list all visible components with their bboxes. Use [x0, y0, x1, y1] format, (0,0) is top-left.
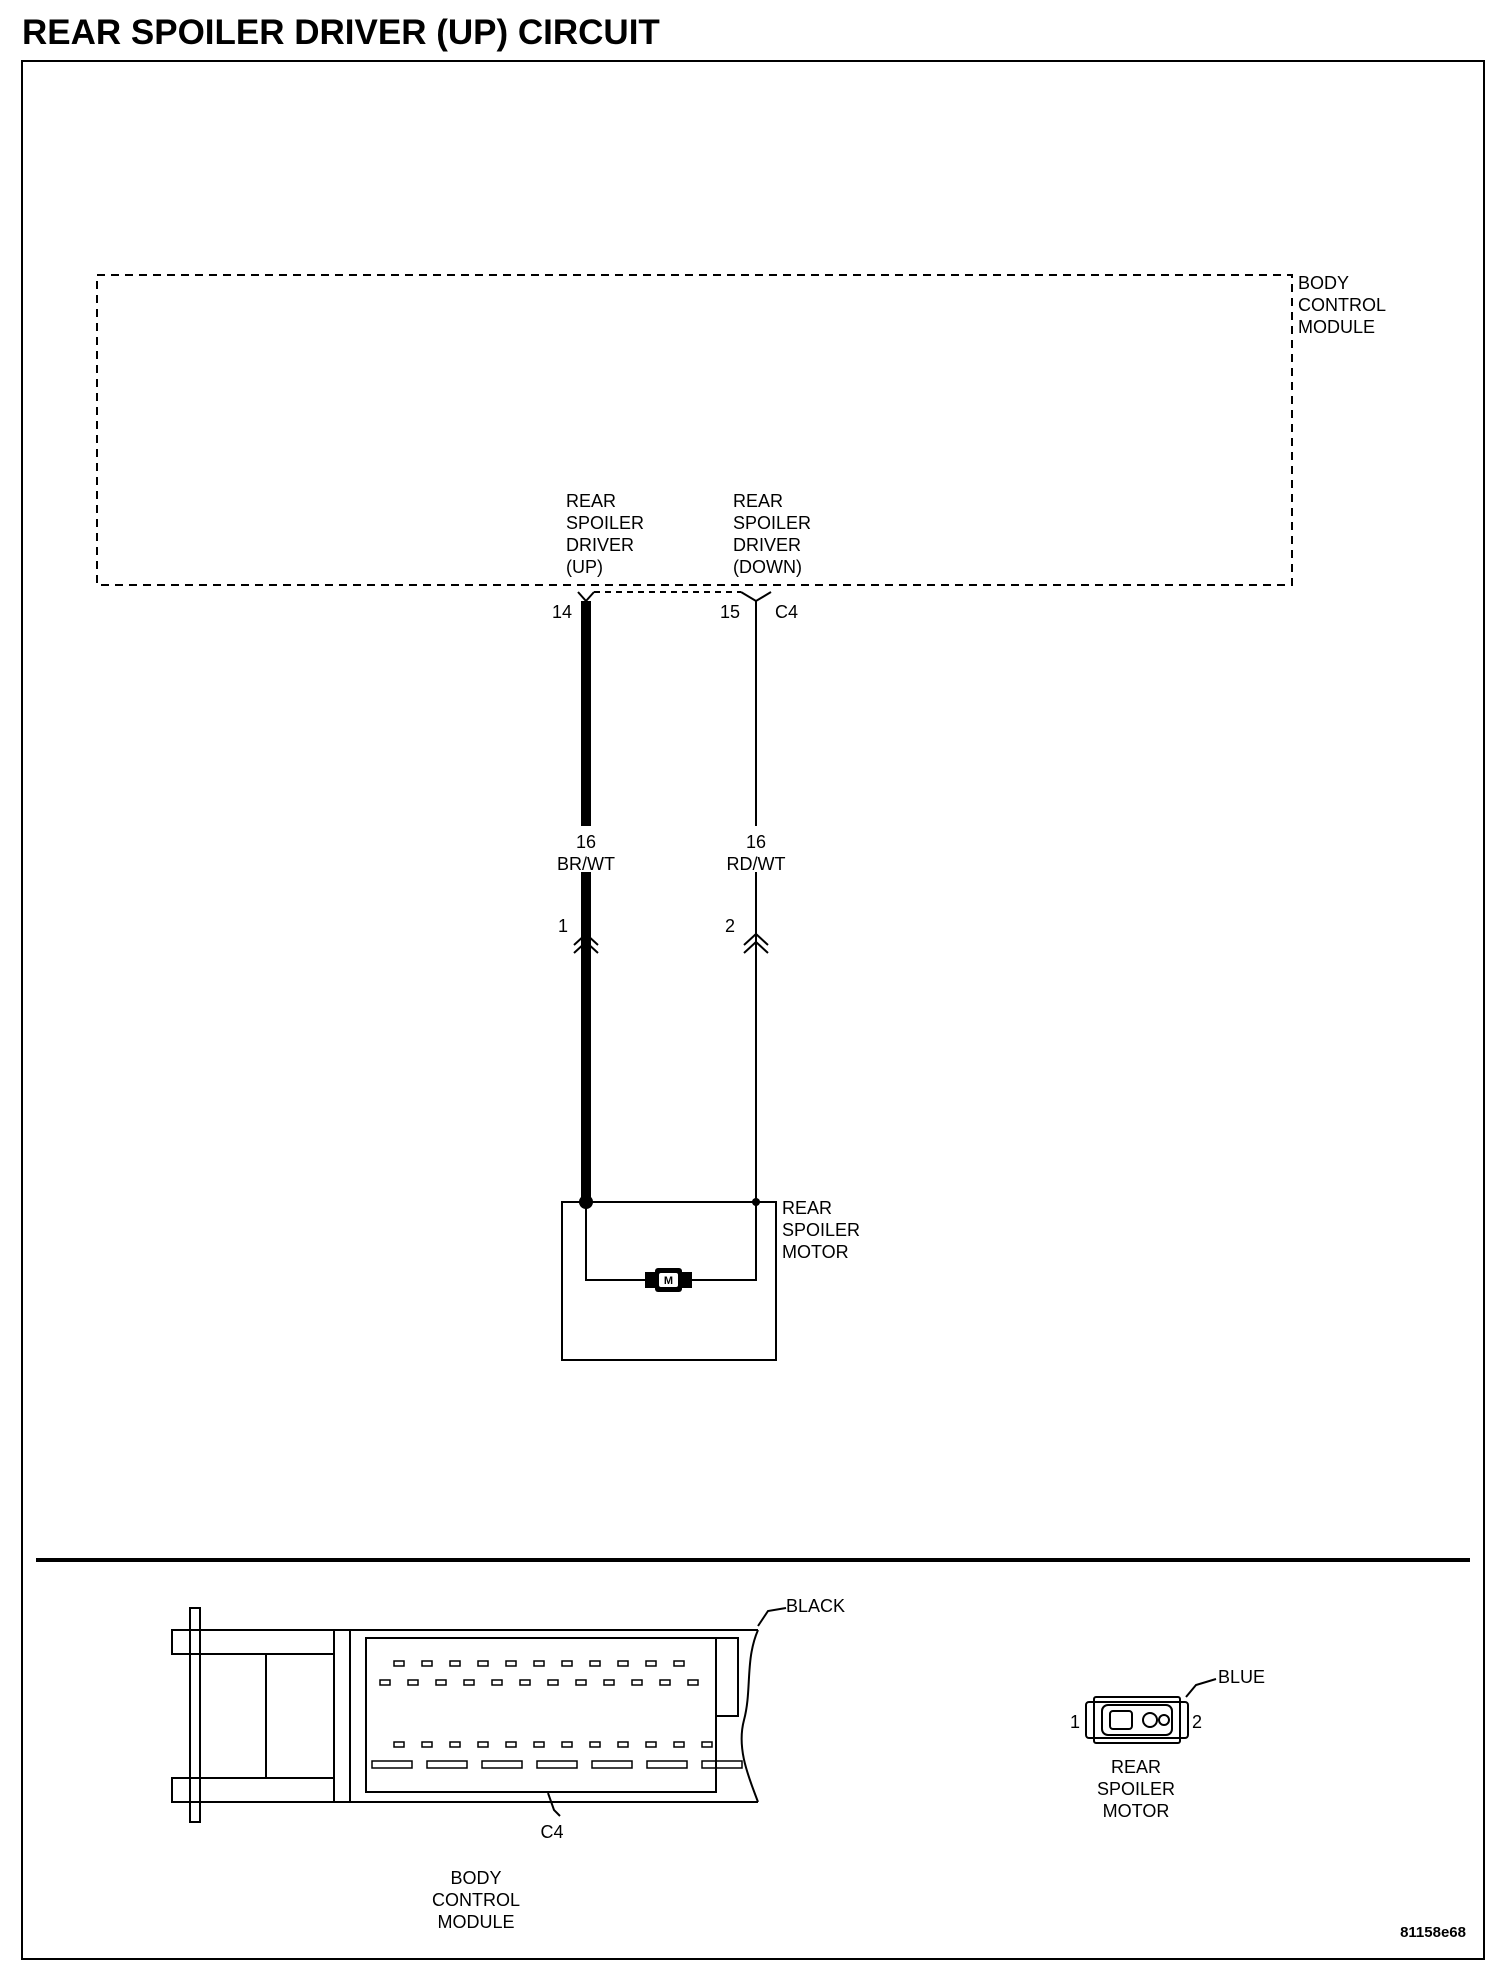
motor-symbol-letter: M: [664, 1275, 673, 1287]
motor-connector-color-label: BLUE: [1218, 1667, 1265, 1687]
motor-icon: M: [645, 1268, 692, 1292]
bcm-box: [96, 274, 1293, 586]
motor-connector-pin-1: 1: [1070, 1712, 1080, 1732]
pin-14-number: 14: [552, 602, 572, 622]
motor-box: [561, 1201, 777, 1361]
pin-14-function-label: REAR SPOILER DRIVER (UP): [566, 491, 644, 577]
pin-label-line: (DOWN): [733, 557, 802, 577]
wire-2-color: RD/WT: [727, 854, 786, 874]
figure-id: 81158e68: [1400, 1924, 1466, 1941]
bcm-name-line: BODY: [1298, 273, 1349, 293]
diagram-frame: [21, 60, 1485, 1960]
wire-1-color: BR/WT: [557, 854, 615, 874]
bcm-connector-name-line: CONTROL: [432, 1890, 520, 1910]
motor-connector-name-line: SPOILER: [1097, 1779, 1175, 1799]
wire-1-gauge: 16: [576, 832, 596, 852]
pin-14-terminal-symbol: [577, 591, 595, 603]
pin-label-line: (UP): [566, 557, 603, 577]
pin-label-line: REAR: [566, 491, 616, 511]
motor-pin-2-connector-symbol: [743, 932, 769, 954]
bcm-name-line: CONTROL: [1298, 295, 1386, 315]
wire-label-bg: [716, 826, 796, 872]
motor-pin-2-number: 2: [725, 916, 735, 936]
motor-connector-name: REAR SPOILER MOTOR: [1097, 1757, 1175, 1821]
motor-name-line: REAR: [782, 1198, 832, 1218]
bcm-connector-name-line: MODULE: [437, 1912, 514, 1932]
pin-15-number: 15: [720, 602, 740, 622]
pin-label-line: DRIVER: [566, 535, 634, 555]
bcm-connector-name-line: BODY: [450, 1868, 501, 1888]
motor-name-line: MOTOR: [782, 1242, 849, 1262]
motor-name-line: SPOILER: [782, 1220, 860, 1240]
pin-15-function-label: REAR SPOILER DRIVER (DOWN): [733, 491, 811, 577]
motor-pin-1-connector-symbol: [573, 932, 599, 954]
connector-c4-label: C4: [775, 602, 798, 622]
motor-name: REAR SPOILER MOTOR: [782, 1198, 860, 1262]
bcm-connector-id-label: C4: [540, 1822, 563, 1842]
motor-pin-1-number: 1: [558, 916, 568, 936]
bcm-connector-name: BODY CONTROL MODULE: [432, 1868, 520, 1932]
pin-label-line: SPOILER: [733, 513, 811, 533]
page-title: REAR SPOILER DRIVER (UP) CIRCUIT: [22, 13, 660, 52]
wire-label-bg: [548, 826, 624, 872]
motor-connector-name-line: MOTOR: [1103, 1801, 1170, 1821]
motor-connector-face-view: [1085, 1678, 1217, 1744]
bcm-connector-face-view: [171, 1607, 787, 1823]
bcm-name-line: MODULE: [1298, 317, 1375, 337]
pin-label-line: SPOILER: [566, 513, 644, 533]
bcm-connector-terminals: [371, 1660, 743, 1769]
pin-15-terminal-symbol: [740, 591, 772, 603]
bcm-connector-color-label: BLACK: [786, 1596, 845, 1616]
motor-connector-name-line: REAR: [1111, 1757, 1161, 1777]
pin-label-line: REAR: [733, 491, 783, 511]
bcm-name: BODY CONTROL MODULE: [1298, 273, 1386, 337]
motor-internal-wiring: [585, 1202, 757, 1281]
motor-connector-pin-2: 2: [1192, 1712, 1202, 1732]
pin-label-line: DRIVER: [733, 535, 801, 555]
wire-2-gauge: 16: [746, 832, 766, 852]
